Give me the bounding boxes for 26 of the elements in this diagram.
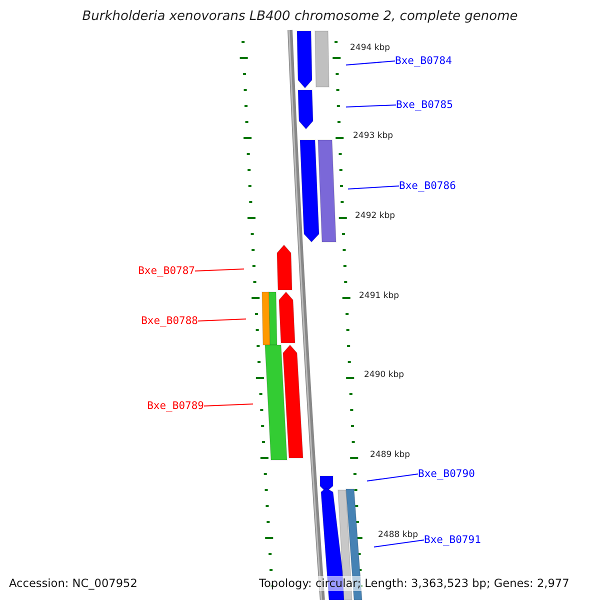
- position-label: 2488 kbp: [378, 530, 418, 540]
- leader-line: [346, 60, 396, 66]
- gene-label: Bxe_B0784: [395, 55, 452, 67]
- leader-line: [198, 318, 246, 322]
- position-label: 2490 kbp: [364, 370, 404, 380]
- gene-label: Bxe_B0786: [399, 180, 456, 192]
- leader-line: [194, 268, 244, 272]
- position-label: 2489 kbp: [370, 450, 410, 460]
- gene-label: Bxe_B0789: [147, 400, 204, 412]
- position-label: 2491 kbp: [359, 291, 400, 301]
- position-label: 2492 kbp: [355, 211, 396, 221]
- diagram-title: Burkholderia xenovorans LB400 chromosome 2, complete genome: [81, 9, 519, 24]
- genome-info-text: Topology: circular; Length: 3,363,523 bp; Genes: 2,977: [259, 576, 570, 591]
- gene-label: Bxe_B0791: [424, 534, 481, 546]
- leader-line: [346, 104, 396, 108]
- gene-label: Bxe_B0790: [418, 468, 475, 480]
- leader-line: [204, 404, 254, 406]
- leader-line: [366, 474, 418, 482]
- genome-info-text: Accession: NC_007952: [9, 576, 138, 591]
- position-label: 2493 kbp: [353, 131, 394, 141]
- leader-line: [374, 540, 424, 548]
- leader-line: [348, 186, 400, 190]
- gene-label: Bxe_B0787: [138, 265, 195, 277]
- position-label: 2494 kbp: [350, 43, 390, 53]
- gene-label: Bxe_B0785: [396, 99, 453, 111]
- gene-label: Bxe_B0788: [141, 315, 198, 327]
